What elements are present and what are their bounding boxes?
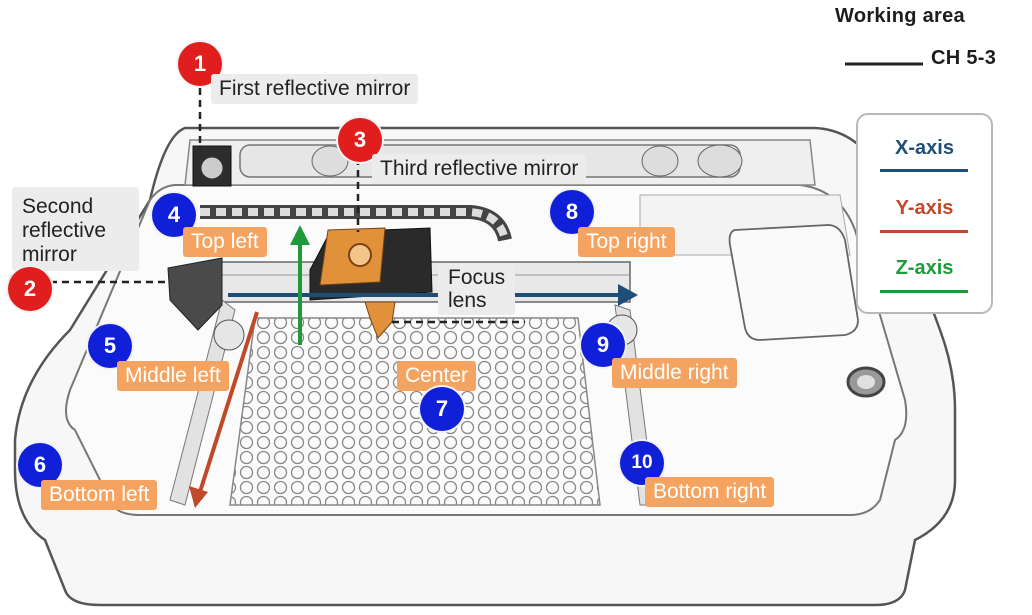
y-axis-arrowhead <box>189 486 208 508</box>
left-pulley <box>213 319 245 351</box>
mirror-badge-3: 3 <box>338 118 382 162</box>
mirror-label-2-line2: reflective <box>22 219 107 242</box>
left-y-rail <box>169 299 236 506</box>
position-badge-4: 4 <box>152 193 196 237</box>
position-label-middle-right: Middle right <box>612 358 737 388</box>
focus-lens-line1: Focus <box>448 266 506 289</box>
position-label-bottom-right: Bottom right <box>645 477 775 507</box>
legend-x-line <box>880 169 968 172</box>
focus-lens-label: Focus lens <box>438 263 516 315</box>
position-badge-6: 6 <box>18 443 62 487</box>
tube-end-right <box>641 145 679 177</box>
position-badge-8: 8 <box>550 190 594 234</box>
position-badge-10: 10 <box>620 441 664 485</box>
position-label-top-left: Top left <box>183 227 267 257</box>
laser-head <box>309 227 433 339</box>
position-badge-5: 5 <box>88 324 132 368</box>
axis-legend: X-axis Y-axis Z-axis <box>856 113 993 314</box>
y-axis-arrow-line <box>197 311 259 496</box>
position-label-center: Center <box>397 361 477 391</box>
position-label-bottom-left: Bottom left <box>41 480 158 510</box>
legend-x-label: X-axis <box>895 137 954 159</box>
position-label-middle-left: Middle left <box>117 361 229 391</box>
mirror-label-2-line1: Second <box>22 195 94 218</box>
legend-y-line <box>880 230 968 233</box>
second-mirror-bracket <box>167 257 223 331</box>
control-panel <box>728 224 859 341</box>
mirror-badge-2: 2 <box>8 267 52 311</box>
cable-chain <box>200 205 512 242</box>
focus-lens-line2: lens <box>448 289 487 312</box>
legend-z-label: Z-axis <box>895 257 954 279</box>
mirror-label-2: Second reflective mirror <box>12 187 139 271</box>
header-title: Working area <box>835 5 965 27</box>
z-axis-arrowhead <box>290 225 310 245</box>
chapter-label: CH 5-3 <box>931 47 997 69</box>
mirror-label-2-line3: mirror <box>22 243 77 266</box>
tube-end-left <box>311 145 349 177</box>
honeycomb-bed <box>229 317 601 506</box>
mirror-label-1: First reflective mirror <box>211 74 419 104</box>
legend-z-line <box>880 290 968 293</box>
legend-y-label: Y-axis <box>895 197 954 219</box>
position-badge-7: 7 <box>420 387 464 431</box>
position-label-top-right: Top right <box>578 227 675 257</box>
mirror-label-3: Third reflective mirror <box>372 154 587 184</box>
x-axis-arrowhead <box>618 284 638 306</box>
tube-coupler <box>697 144 743 178</box>
